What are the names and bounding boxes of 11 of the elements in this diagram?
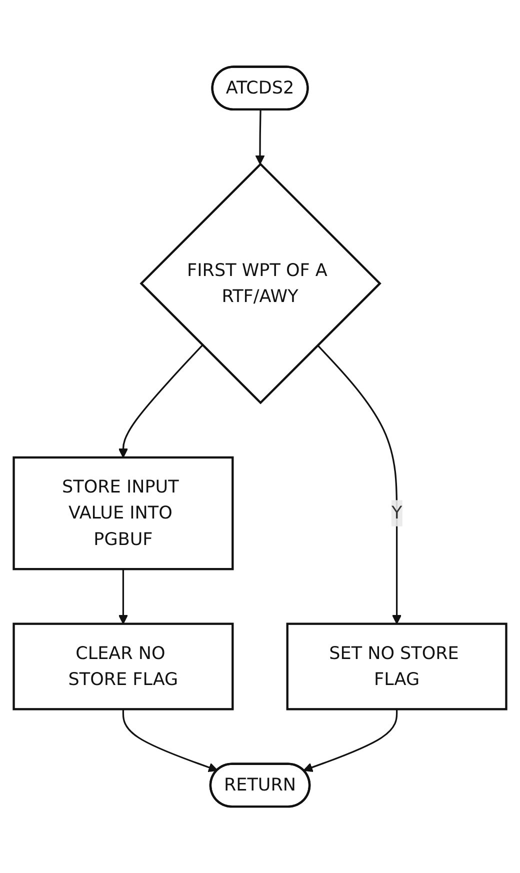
arrow	[255, 110, 265, 164]
node-box: STORE INPUT VALUE INTO PGBUF	[12, 456, 234, 570]
edge-label: Y	[391, 502, 402, 523]
node-box: SET NO STORE FLAG	[286, 622, 508, 710]
arrow	[118, 568, 128, 624]
node-diamond: FIRST WPT OF A RTF/AWY	[140, 162, 382, 404]
arrow	[303, 709, 398, 772]
arrow	[122, 709, 218, 772]
arrow	[316, 344, 402, 624]
node-box: CLEAR NO STORE FLAG	[12, 622, 234, 710]
arrow	[118, 344, 204, 458]
